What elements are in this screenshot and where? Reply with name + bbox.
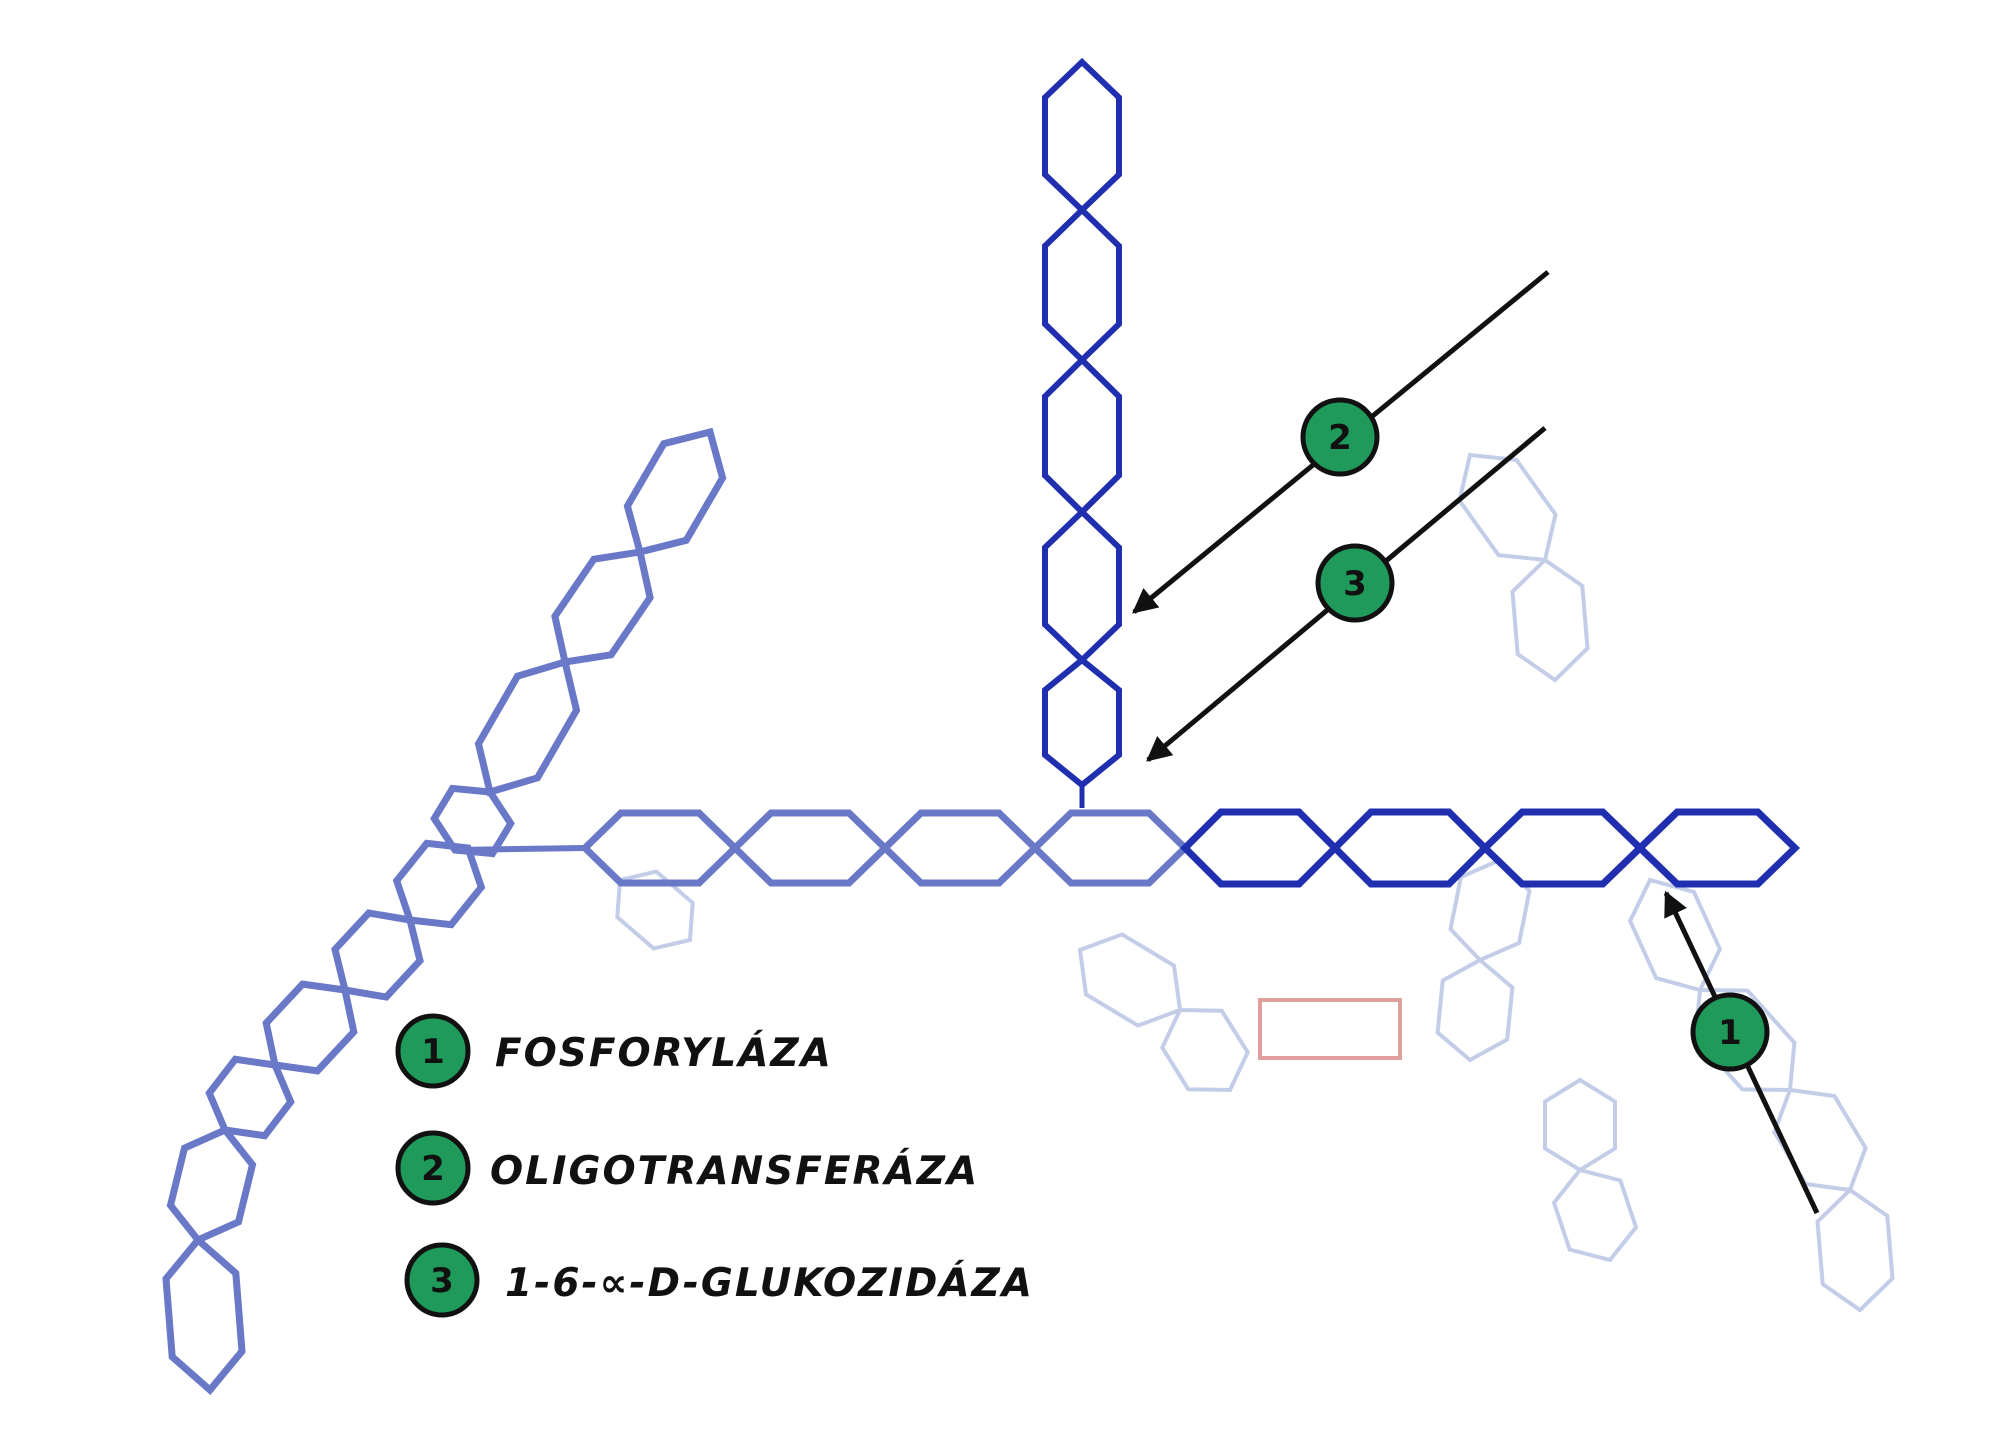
enzyme-arrows: 2 3 1	[1132, 270, 1820, 1215]
arrow-badge-1-number: 1	[1718, 1013, 1742, 1053]
ghost-glucose-unit	[1457, 452, 1558, 563]
upper-left-branch-glucose-unit	[551, 548, 654, 666]
legend-badge-2-number: 2	[421, 1149, 445, 1189]
legend-label-oligotransferaza: OLIGOTRANSFERÁZA	[490, 1147, 979, 1194]
vertical-branch-glucose-unit	[1042, 507, 1122, 665]
legend-label-glukozidaza: 1-6-∝-D-GLUKOZIDÁZA	[505, 1259, 1034, 1306]
arrow-badge-3-number: 3	[1343, 564, 1367, 604]
ghost-glucose-unit	[1160, 1007, 1250, 1093]
lower-left-branch-glucose-unit	[262, 980, 358, 1075]
arrow-badge-2: 2	[1300, 397, 1380, 477]
legend-label-fosforylaza: FOSFORYLÁZA	[495, 1029, 833, 1076]
main-chain-faded-glucose-unit	[729, 809, 891, 887]
main-chain-faded-glucose-unit	[1029, 809, 1191, 887]
ghost-glucose-unit	[1435, 957, 1515, 1063]
ghost-glucose-unit	[1815, 1187, 1895, 1313]
vertical-branch-glucose-unit	[1042, 205, 1122, 365]
upper-left-branch-glucose-unit	[474, 657, 581, 797]
ghost-glucose-unit	[1510, 557, 1590, 683]
ghost-glucose-unit	[1772, 1087, 1868, 1193]
legend-item-fosforylaza: 1 FOSFORYLÁZA	[395, 1013, 833, 1089]
arrow-badge-2-number: 2	[1328, 418, 1352, 458]
main-chain-dark-glucose-unit	[1634, 808, 1801, 888]
arrow-badge-3: 3	[1315, 543, 1395, 623]
vertical-branch-glucose-unit	[1042, 57, 1122, 215]
vertical-branch-glucose-unit	[1042, 656, 1122, 789]
ghost-glucose-unit	[1077, 932, 1183, 1028]
glucose-chains	[162, 57, 1801, 1396]
lower-left-branch-glucose-unit	[331, 909, 424, 1001]
main-chain-dark-glucose-unit	[1180, 808, 1340, 888]
upper-left-branch-glucose-unit	[623, 427, 727, 557]
main-chain-dark-glucose-unit	[1330, 808, 1490, 888]
legend-item-oligotransferaza: 2 OLIGOTRANSFERÁZA	[395, 1130, 979, 1206]
ghost-glucose-unit	[1551, 1167, 1639, 1263]
lower-left-branch-glucose-unit	[392, 839, 486, 929]
main-chain-faded-glucose-unit	[879, 809, 1041, 887]
lower-left-branch-glucose-unit	[205, 1055, 295, 1140]
main-chain-dark-glucose-unit	[1479, 808, 1646, 888]
lower-left-branch-glucose-unit	[162, 1234, 246, 1396]
branch-link-left	[454, 845, 586, 853]
enzyme-legend: 1 FOSFORYLÁZA 2 OLIGOTRANSFERÁZA 3 1-6-∝…	[395, 1013, 1034, 1318]
arrow-badge-1: 1	[1690, 992, 1770, 1072]
ghost-glucose-unit	[615, 869, 695, 951]
legend-item-glukozidaza: 3 1-6-∝-D-GLUKOZIDÁZA	[404, 1242, 1034, 1318]
ghost-glucose-unit	[1543, 1077, 1617, 1173]
lower-left-branch-glucose-unit	[166, 1125, 257, 1245]
legend-badge-3-number: 3	[430, 1261, 454, 1301]
legend-badge-1-number: 1	[421, 1032, 445, 1072]
vertical-branch-glucose-unit	[1042, 355, 1122, 517]
red-stamp-mark	[1258, 998, 1402, 1060]
